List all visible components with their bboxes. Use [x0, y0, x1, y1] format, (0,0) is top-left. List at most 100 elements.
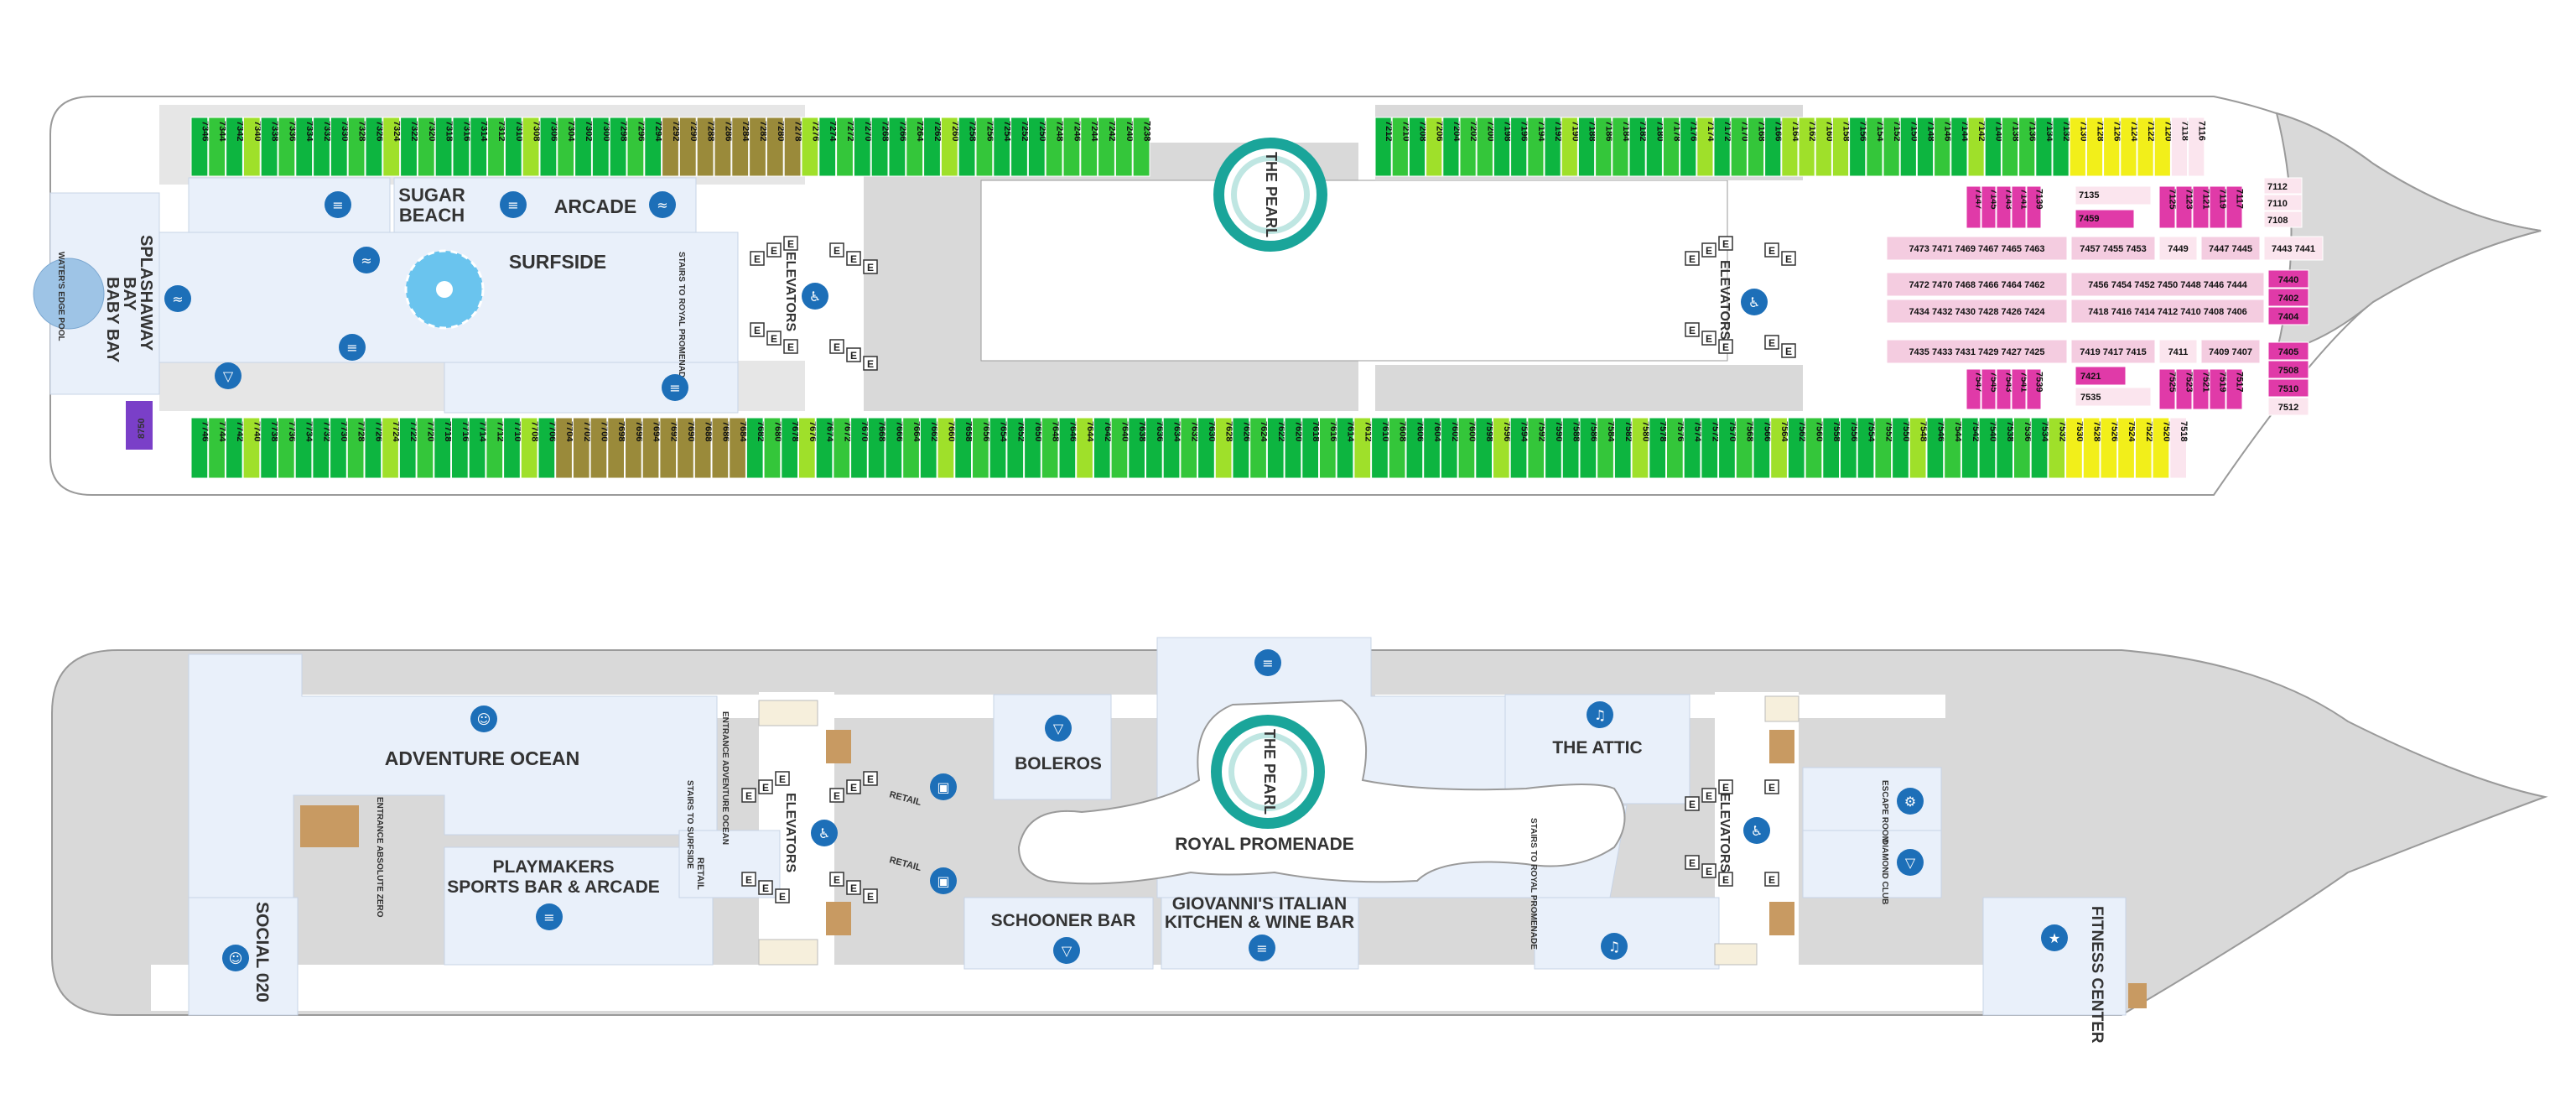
cabin-7656[interactable] [972, 417, 989, 479]
cabin-7560[interactable] [1805, 417, 1823, 479]
kids-icon[interactable]: ☺ [222, 945, 249, 971]
cabin-7690[interactable] [677, 417, 694, 479]
cabin-7512[interactable] [2267, 397, 2309, 416]
cabin-7519[interactable] [2209, 368, 2226, 410]
cabin-7654[interactable] [989, 417, 1007, 479]
cabin-7122[interactable] [2137, 117, 2154, 177]
cabin-7174[interactable] [1696, 117, 1714, 177]
cabin-7342[interactable] [226, 117, 243, 177]
interior-cabin-group[interactable] [2070, 236, 2156, 261]
cabin-7682[interactable] [745, 417, 764, 479]
cabin-7720[interactable] [416, 417, 434, 479]
cabin-7596[interactable] [1493, 417, 1510, 479]
cabin-7712[interactable] [486, 417, 504, 479]
cabin-7120[interactable] [2153, 117, 2171, 177]
cabin-7308[interactable] [522, 117, 540, 177]
cabin-7700[interactable] [589, 417, 608, 479]
cabin-7556[interactable] [1840, 417, 1857, 479]
cabin-7288[interactable] [696, 117, 714, 177]
cabin-7252[interactable] [1010, 117, 1028, 177]
cabin-7530[interactable] [2065, 417, 2083, 479]
cabin-7128[interactable] [2085, 117, 2104, 177]
cabin-7146[interactable] [1934, 117, 1951, 177]
cabin-7660[interactable] [937, 417, 955, 479]
cabin-7212[interactable] [1374, 117, 1392, 177]
cabin-7198[interactable] [1493, 117, 1511, 177]
cabin-7686[interactable] [711, 417, 730, 479]
cabin-7116[interactable] [2188, 117, 2205, 177]
cabin-7646[interactable] [1058, 417, 1077, 479]
cabin-7117[interactable] [2225, 185, 2243, 229]
gear-icon[interactable]: ⚙ [1897, 788, 1924, 815]
cabin-7541[interactable] [2011, 368, 2027, 410]
cabin-7508[interactable] [2267, 360, 2309, 379]
cabin-7126[interactable] [2103, 117, 2121, 177]
cabin-7240[interactable] [1114, 117, 1133, 177]
cabin-7405[interactable] [2267, 341, 2309, 361]
cabin-7310[interactable] [504, 117, 522, 177]
cabin-7728[interactable] [346, 417, 365, 479]
cabin-7260[interactable] [940, 117, 958, 177]
cabin-7284[interactable] [731, 117, 750, 177]
cabin-7692[interactable] [659, 417, 678, 479]
cabin-7192[interactable] [1544, 117, 1561, 177]
cabin-7708[interactable] [520, 417, 538, 479]
cabin-7704[interactable] [555, 417, 573, 479]
cabin-7262[interactable] [923, 117, 941, 177]
accessible-icon[interactable]: ♿ [1741, 289, 1768, 315]
cabin-7186[interactable] [1595, 117, 1613, 177]
cabin-7730[interactable] [330, 417, 347, 479]
cabin-7612[interactable] [1353, 417, 1372, 479]
dining-icon[interactable]: ≡ [1254, 649, 1281, 676]
cabin-7524[interactable] [2117, 417, 2135, 479]
cabin-7340[interactable] [242, 117, 261, 177]
cabin-7242[interactable] [1098, 117, 1115, 177]
cabin-7618[interactable] [1301, 417, 1320, 479]
cabin-7548[interactable] [1909, 417, 1927, 479]
cabin-7168[interactable] [1747, 117, 1765, 177]
cabin-7141[interactable] [2011, 185, 2027, 229]
cabin-7622[interactable] [1266, 417, 1285, 479]
cabin-7270[interactable] [853, 117, 871, 177]
cabin-7588[interactable] [1561, 417, 1580, 479]
cabin-7204[interactable] [1442, 117, 1460, 177]
cabin-7298[interactable] [609, 117, 627, 177]
cabin-7716[interactable] [451, 417, 469, 479]
cabin-7124[interactable] [2120, 117, 2137, 177]
interior-cabin-group[interactable] [2158, 339, 2198, 364]
cabin-7510[interactable] [2267, 378, 2309, 398]
cabin-7744[interactable] [208, 417, 226, 479]
cabin-7118[interactable] [2170, 117, 2189, 177]
cabin-7140[interactable] [1984, 117, 2002, 177]
cabin-7566[interactable] [1753, 417, 1771, 479]
cabin-7558[interactable] [1822, 417, 1841, 479]
cabin-7590[interactable] [1545, 417, 1562, 479]
dining-icon[interactable]: ≡ [1249, 935, 1275, 961]
cabin-7306[interactable] [539, 117, 558, 177]
cabin-7300[interactable] [591, 117, 610, 177]
cabin-7546[interactable] [1926, 417, 1945, 479]
cabin-7662[interactable] [919, 417, 937, 479]
cabin-7594[interactable] [1509, 417, 1528, 479]
cabin-7314[interactable] [470, 117, 488, 177]
cabin-7742[interactable] [225, 417, 243, 479]
cabin-7570[interactable] [1718, 417, 1736, 479]
bar-icon[interactable]: ▽ [1897, 849, 1924, 876]
cabin-7642[interactable] [1093, 417, 1111, 479]
cabin-7162[interactable] [1798, 117, 1815, 177]
cabin-7688[interactable] [693, 417, 712, 479]
cabin-7324[interactable] [382, 117, 401, 177]
cabin-7346[interactable] [190, 117, 209, 177]
cabin-7328[interactable] [347, 117, 366, 177]
interior-cabin-group[interactable] [1886, 299, 2068, 324]
cabin-7139[interactable] [2026, 185, 2042, 229]
cabin-7562[interactable] [1787, 417, 1805, 479]
cabin-7630[interactable] [1197, 417, 1215, 479]
interior-cabin-group[interactable] [2070, 299, 2265, 324]
cabin-7576[interactable] [1666, 417, 1684, 479]
cabin-7326[interactable] [365, 117, 383, 177]
cabin-7154[interactable] [1866, 117, 1883, 177]
cabin-7200[interactable] [1476, 117, 1493, 177]
cabin-7268[interactable] [870, 117, 889, 177]
cabin-7732[interactable] [312, 417, 330, 479]
